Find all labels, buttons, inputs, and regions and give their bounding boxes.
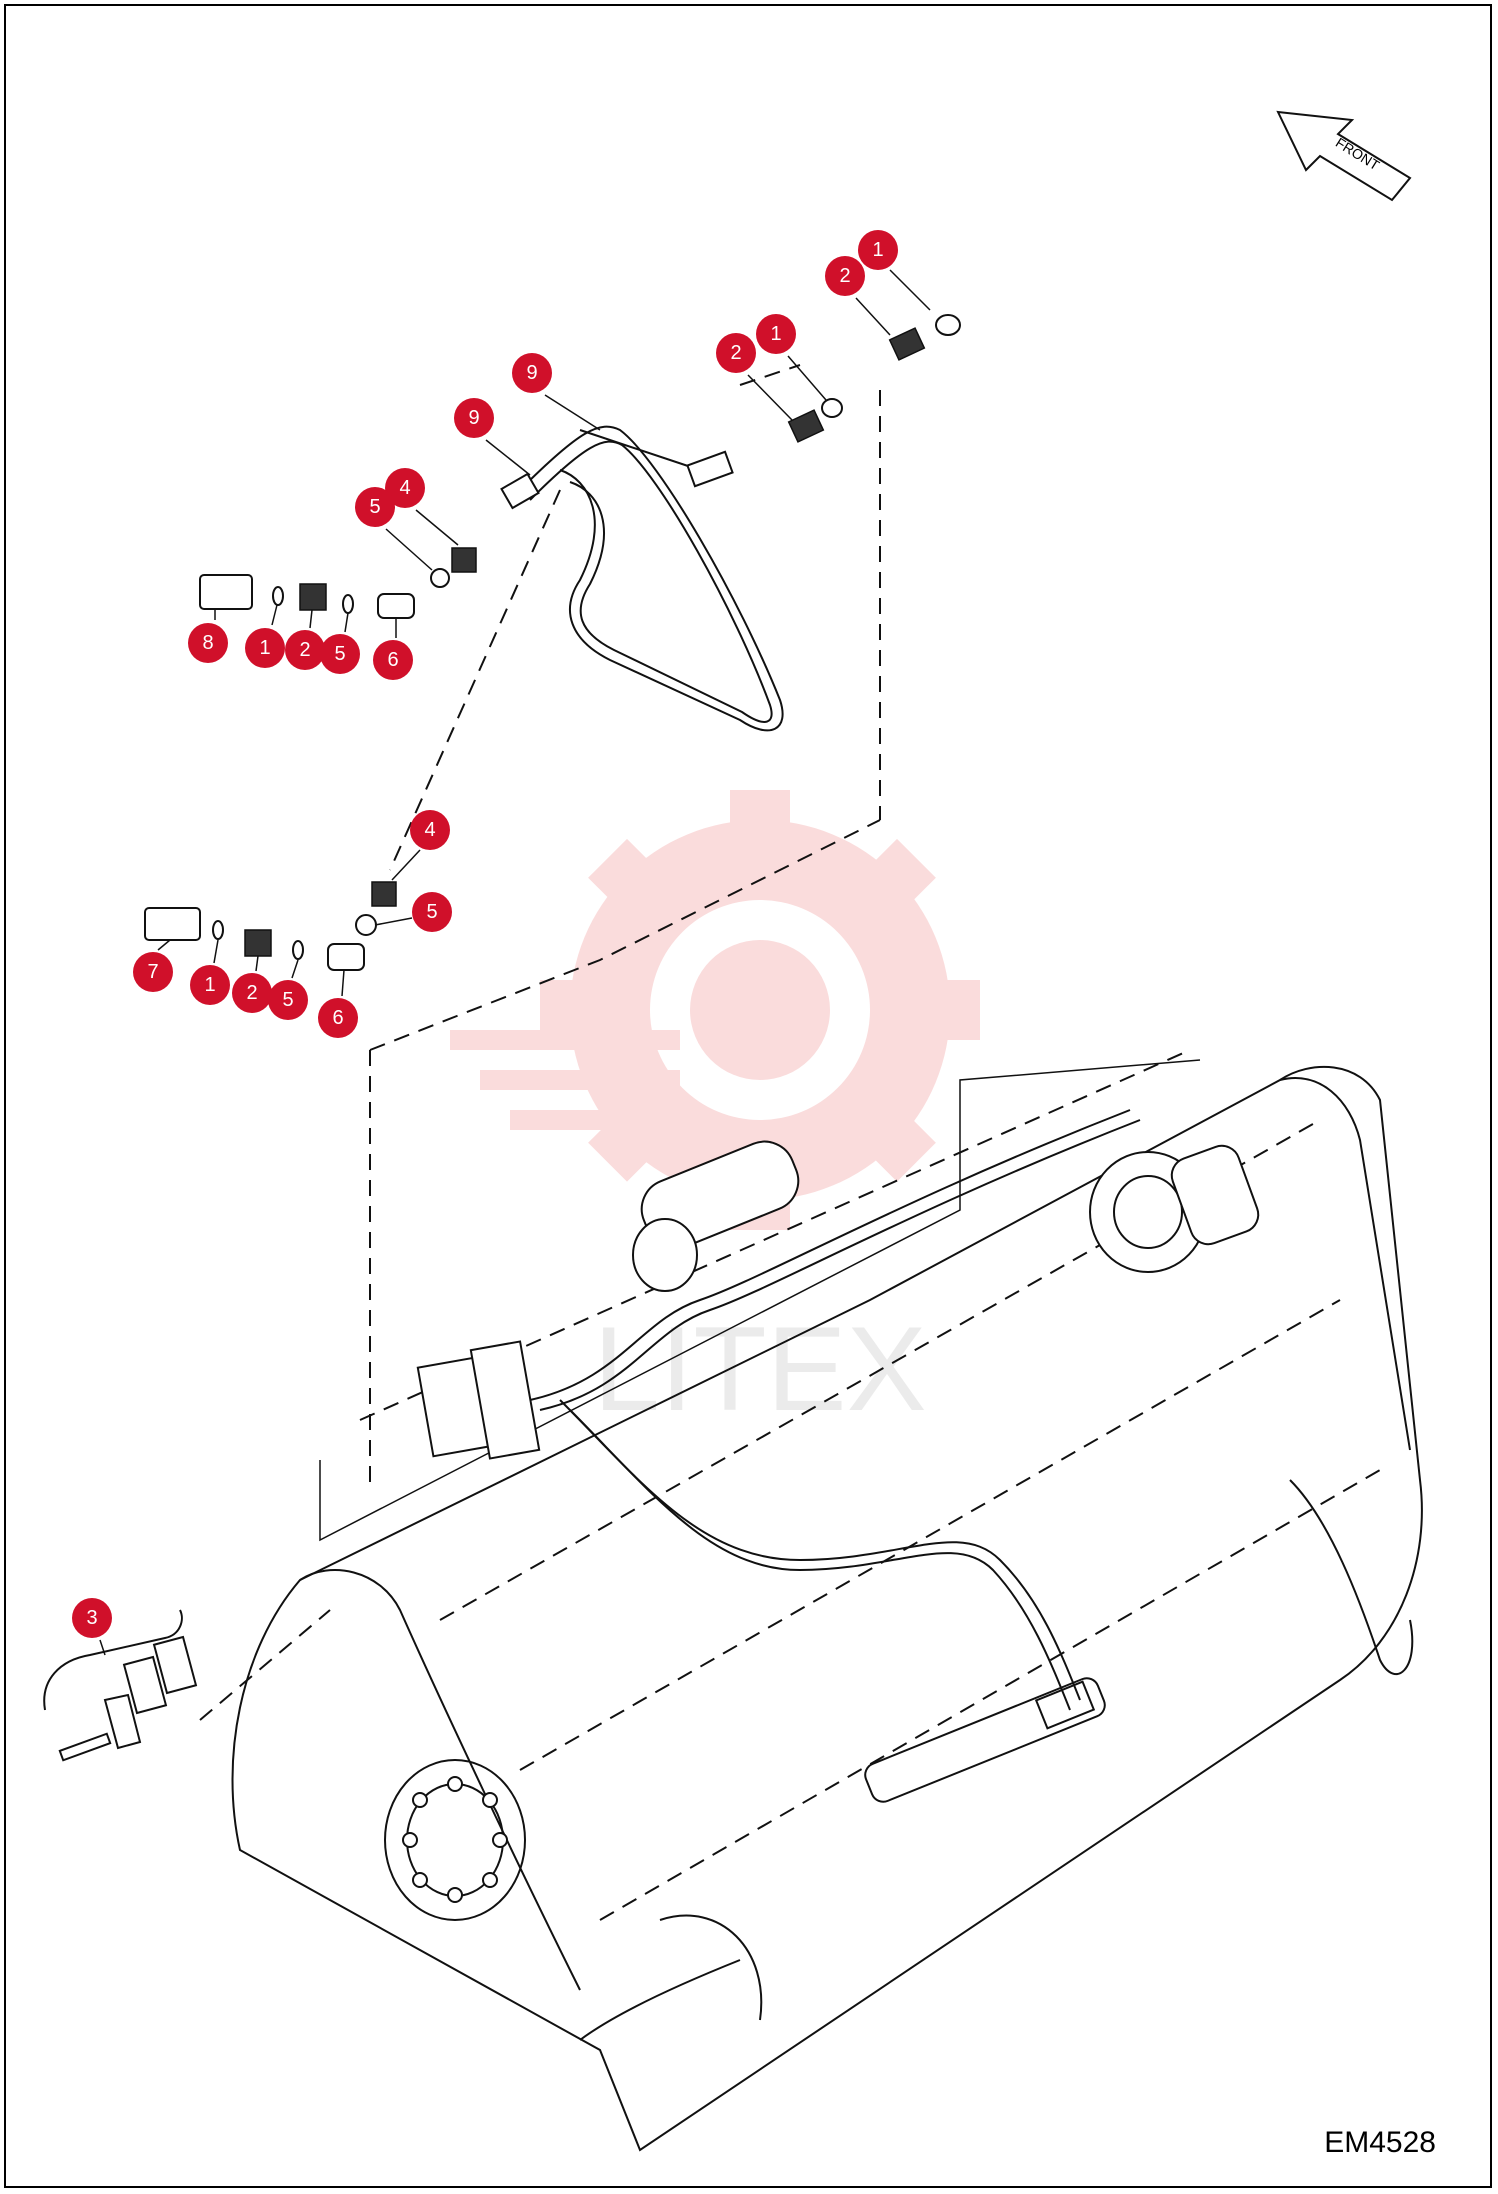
svg-text:2: 2: [839, 265, 850, 287]
callout-11: 2: [285, 609, 325, 670]
callout-4: 2: [716, 333, 793, 421]
callout-10: 1: [245, 604, 285, 668]
watermark-text: LITEX: [593, 1302, 926, 1436]
fitting-group-lower-left: [144, 881, 397, 971]
hose-routing: [529, 1109, 1141, 1711]
fitting-group-upper-left: [199, 547, 477, 619]
svg-text:5: 5: [369, 496, 380, 518]
svg-text:1: 1: [872, 239, 883, 261]
svg-text:6: 6: [387, 649, 398, 671]
hydraulic-cylinder: [864, 1677, 1106, 1803]
rotor-housing: [231, 1049, 1423, 2152]
callout-13: 6: [373, 618, 413, 680]
svg-text:9: 9: [526, 362, 537, 384]
front-direction-arrow: FRONT: [1276, 110, 1412, 202]
callout-1: 1: [858, 230, 931, 311]
callout-2: 2: [825, 256, 891, 336]
callout-19: 5: [268, 959, 308, 1020]
callout-9: 8: [188, 610, 228, 663]
svg-text:5: 5: [334, 643, 345, 665]
hose-assembly: [500, 425, 784, 732]
watermark-gear-logo: [450, 790, 980, 1230]
callout-group: 1 2 1 2 9 9 4 5 8 1 2 5 6 4 5 7 1 2 5 6 …: [72, 230, 931, 1656]
svg-text:8: 8: [202, 632, 213, 654]
svg-text:3: 3: [86, 1607, 97, 1629]
svg-text:7: 7: [147, 961, 158, 983]
callout-20: 6: [318, 969, 358, 1038]
callout-15: 5: [374, 892, 452, 932]
svg-text:4: 4: [424, 819, 435, 841]
hydraulic-motor: [1089, 1144, 1260, 1273]
drive-hub: [384, 1759, 526, 1921]
svg-text:9: 9: [468, 407, 479, 429]
callout-21: 3: [72, 1598, 112, 1656]
clamp-bracket-kit: [43, 1609, 198, 1762]
callout-12: 5: [320, 612, 360, 674]
svg-text:6: 6: [332, 1007, 343, 1029]
svg-text:5: 5: [282, 989, 293, 1011]
callout-18: 2: [232, 955, 272, 1013]
svg-text:2: 2: [246, 982, 257, 1004]
callout-16: 7: [133, 939, 173, 992]
drawing-number: EM4528: [1324, 2126, 1436, 2159]
callout-5: 9: [512, 353, 601, 431]
callout-6: 9: [454, 398, 531, 476]
svg-text:1: 1: [204, 974, 215, 996]
callout-7: 4: [385, 468, 459, 546]
assembly-leader-lines: [199, 364, 881, 1721]
drawing-frame: [4, 4, 1492, 2188]
callout-14: 4: [391, 810, 450, 881]
filter-canister: [632, 1140, 800, 1292]
callout-8: 5: [355, 487, 433, 571]
svg-text:1: 1: [770, 323, 781, 345]
callout-3: 1: [756, 314, 827, 401]
fitting-group-top-right: [787, 314, 961, 443]
svg-text:5: 5: [426, 901, 437, 923]
callout-17: 1: [190, 939, 230, 1005]
svg-text:2: 2: [730, 342, 741, 364]
control-valve: [416, 1340, 541, 1460]
svg-text:4: 4: [399, 477, 410, 499]
svg-text:1: 1: [259, 637, 270, 659]
svg-text:2: 2: [299, 639, 310, 661]
